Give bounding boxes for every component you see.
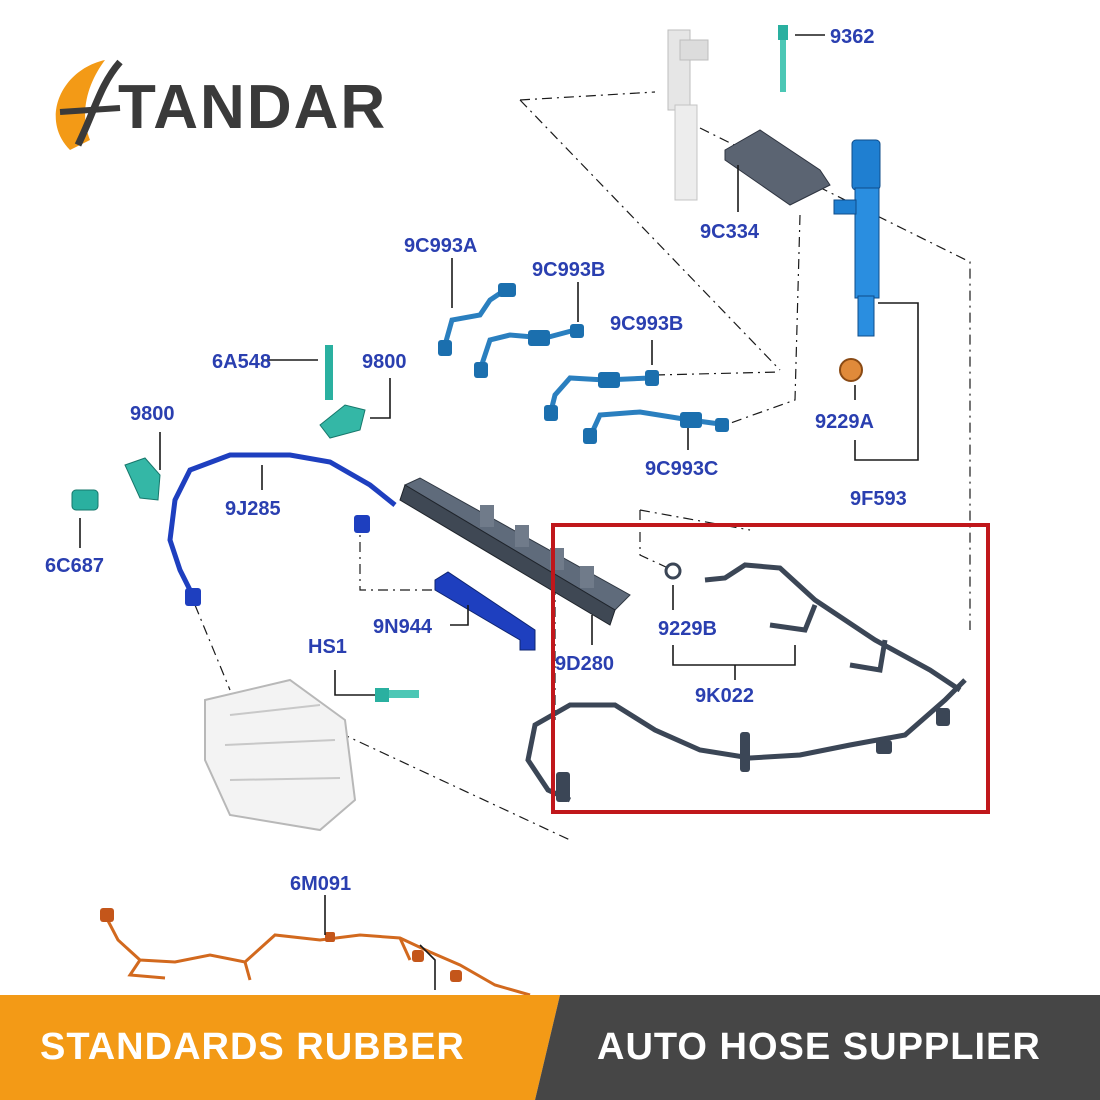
label-9c993b-upper: 9C993B [532,259,605,281]
wiring-harness [103,914,531,997]
label-9229b: 9229B [658,618,717,640]
brand-logo-text: TANDAR [118,73,388,142]
label-9229a: 9229A [815,411,874,433]
label-9n944: 9N944 [373,616,433,638]
leak-off-line [525,562,967,803]
label-9k022: 9K022 [695,685,754,707]
banner-left: STANDARDS RUBBER [0,995,560,1100]
label-9d280: 9D280 [555,653,614,675]
label-9800-lower: 9800 [130,403,175,425]
logo-mark [55,59,123,150]
label-9c993c: 9C993C [645,458,718,480]
label-9j285: 9J285 [225,498,281,520]
label-9c993b-lower: 9C993B [610,313,683,335]
label-6c687: 6C687 [45,555,104,577]
fuel-line-fittings [438,283,729,444]
label-9f593: 9F593 [850,488,907,510]
washer-9229b-part [664,562,682,580]
harness-connectors [100,908,462,982]
injector-ghost-part [667,29,709,201]
highlight-box [551,523,990,814]
fuel-rail [399,477,631,626]
label-9c334: 9C334 [700,221,760,243]
bolt-9362-part [778,25,788,92]
bolt-hs1-part [375,688,419,702]
label-hs1: HS1 [308,636,347,658]
fuel-pump-ghost-part [204,678,357,832]
sensor-bracket-parts [71,345,366,511]
label-9362: 9362 [830,26,875,48]
label-6a548: 6A548 [212,351,271,373]
label-6m091: 6M091 [290,873,351,895]
leader-lines [79,34,919,990]
label-9c993a: 9C993A [404,235,477,257]
rail-bracket-part [434,571,536,651]
label-9800-upper: 9800 [362,351,407,373]
leak-off-connectors [556,708,950,802]
banner-left-text: STANDARDS RUBBER [40,1026,465,1068]
banner-right: AUTO HOSE SUPPLIER [535,995,1100,1100]
washer-part [839,358,863,382]
banner-right-text: AUTO HOSE SUPPLIER [597,1026,1041,1068]
return-line [167,452,397,606]
clamp-part [724,129,831,206]
injector-part [833,139,881,337]
